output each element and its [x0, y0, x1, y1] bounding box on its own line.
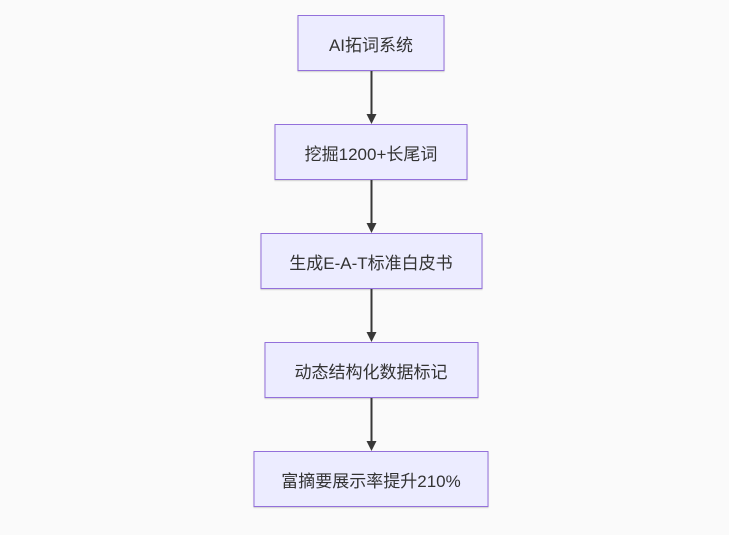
flow-arrow-1: [366, 71, 376, 124]
flow-node-1-label: AI拓词系统: [328, 35, 414, 55]
flow-node-1: AI拓词系统: [297, 15, 445, 71]
arrow-head-icon: [366, 332, 376, 342]
flow-node-5-label: 富摘要展示率提升210%: [281, 471, 461, 491]
flow-node-5: 富摘要展示率提升210%: [253, 451, 489, 507]
arrow-shaft: [370, 180, 372, 223]
flow-arrow-4: [366, 398, 376, 451]
flow-node-2-label: 挖掘1200+长尾词: [304, 144, 438, 164]
flow-arrow-2: [366, 180, 376, 233]
flow-node-4: 动态结构化数据标记: [264, 342, 478, 398]
flow-node-4-label: 动态结构化数据标记: [294, 362, 448, 382]
flow-node-2: 挖掘1200+长尾词: [274, 124, 468, 180]
arrow-head-icon: [366, 223, 376, 233]
arrow-shaft: [370, 289, 372, 332]
arrow-shaft: [370, 71, 372, 114]
arrow-head-icon: [366, 441, 376, 451]
flow-node-3: 生成E-A-T标准白皮书: [260, 233, 482, 289]
arrow-shaft: [370, 398, 372, 441]
arrow-head-icon: [366, 114, 376, 124]
flowchart: AI拓词系统 挖掘1200+长尾词 生成E-A-T标准白皮书 动态结构化数据标记: [253, 15, 489, 507]
flow-node-3-label: 生成E-A-T标准白皮书: [289, 253, 453, 273]
flow-arrow-3: [366, 289, 376, 342]
